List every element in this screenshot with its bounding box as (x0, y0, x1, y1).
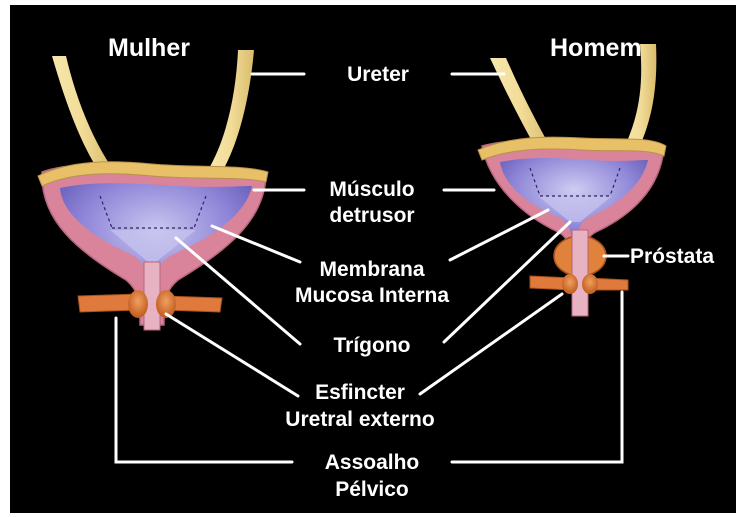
label-ureter: Ureter (347, 63, 409, 86)
label-membrane-line2: Mucosa Interna (295, 284, 449, 307)
label-muscle-line1: Músculo (329, 178, 414, 201)
label-sphincter-line2: Uretral externo (285, 408, 434, 431)
label-prostate: Próstata (630, 245, 714, 268)
label-membrane-line1: Membrana (319, 258, 424, 281)
label-floor-line2: Pélvico (335, 478, 409, 501)
label-trigone: Trígono (334, 334, 411, 357)
label-sphincter-line1: Esfincter (315, 381, 405, 404)
label-muscle-line2: detrusor (329, 204, 414, 227)
male-title: Homem (550, 34, 642, 62)
label-floor-line1: Assoalho (325, 451, 420, 474)
female-urethra (144, 262, 160, 330)
male-sphincter-right (582, 274, 598, 294)
male-urethra (572, 230, 588, 316)
female-title: Mulher (108, 34, 190, 62)
male-sphincter-left (562, 274, 578, 294)
female-sphincter-left (128, 290, 148, 318)
